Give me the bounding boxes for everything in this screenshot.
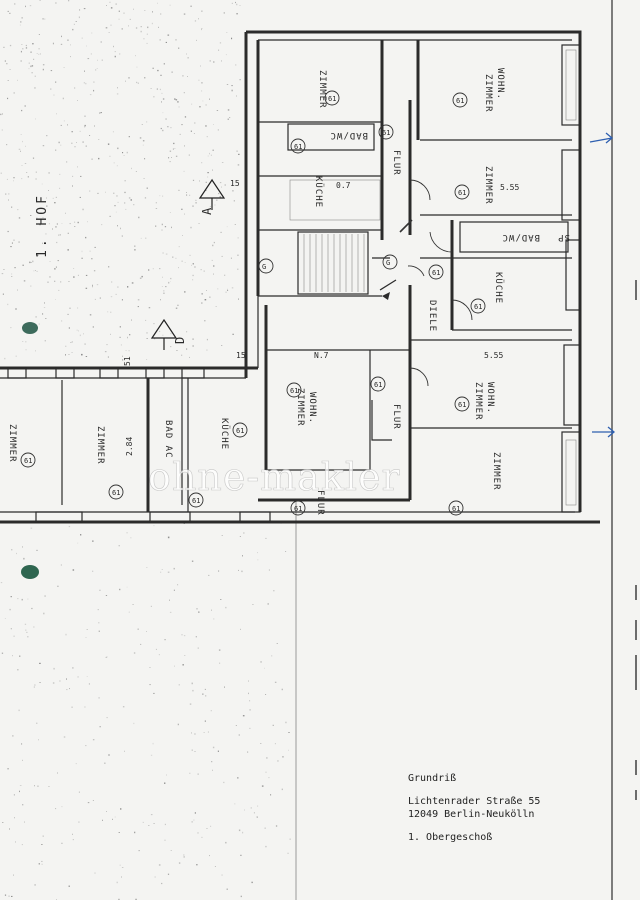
ceiling-mark-label: 61 <box>474 303 482 311</box>
ceiling-mark-circle <box>290 138 306 154</box>
room-flur-3: FLUR <box>315 490 325 516</box>
ceiling-mark-label: G <box>386 259 390 267</box>
ceiling-mark-circle <box>290 500 306 516</box>
green-mark-1 <box>22 322 38 334</box>
ceiling-mark-circle <box>108 484 124 500</box>
watermark-text: ohne-makler <box>148 455 401 500</box>
ceiling-mark-circle <box>382 254 398 270</box>
ceiling-mark-circle <box>378 124 394 140</box>
ceiling-mark-label: 61 <box>294 143 302 151</box>
room-zimmer-top-left: ZIMMER <box>317 70 327 109</box>
room-bad-3: BAD AC <box>163 420 173 459</box>
svg-text:A: A <box>200 207 214 215</box>
ceiling-mark-circle <box>286 382 302 398</box>
svg-text:D: D <box>173 337 187 344</box>
dimension-labels: 15 15 51 2.84 5.55 5.55 0.7 N.7 <box>123 179 519 456</box>
svg-text:2.84: 2.84 <box>125 437 134 456</box>
ceiling-mark-label: 61 <box>456 97 464 105</box>
room-wohn-center-1: WOHN. <box>307 392 317 424</box>
ceiling-mark-circle <box>452 92 468 108</box>
room-wohn-right-2: ZIMMER <box>473 382 483 421</box>
svg-text:0.7: 0.7 <box>336 181 351 190</box>
ceiling-mark-circle <box>258 258 274 274</box>
room-sp: SP <box>557 232 570 242</box>
plan-title: Grundriß <box>408 773 457 784</box>
room-flur-1: FLUR <box>391 150 401 176</box>
room-wohn-top-right-2: ZIMMER <box>483 74 493 113</box>
room-labels: ZIMMER WOHN. ZIMMER BAD/WC KÜCHE FLUR ZI… <box>7 68 570 516</box>
room-zimmer-mid-right: ZIMMER <box>483 166 493 205</box>
ceiling-mark-circle <box>454 184 470 200</box>
ceiling-mark-label: 61 <box>458 401 466 409</box>
room-zimmer-wing-2: ZIMMER <box>95 426 105 465</box>
ceiling-mark-label: 61 <box>382 129 390 137</box>
ceiling-mark-label: 61 <box>328 95 336 103</box>
ceiling-mark-circle <box>470 298 486 314</box>
ceiling-mark-circle <box>232 422 248 438</box>
room-zimmer-wing-1: ZIMMER <box>7 424 17 463</box>
room-diele: DIELE <box>427 300 437 332</box>
ceiling-mark-label: 61 <box>290 387 298 395</box>
svg-text:N.7: N.7 <box>314 351 329 360</box>
address-city: 12049 Berlin-Neukölln <box>408 809 535 820</box>
ceiling-mark-circle <box>370 376 386 392</box>
room-flur-2: FLUR <box>391 404 401 430</box>
room-badwc-1: BAD/WC <box>329 130 368 140</box>
ceiling-mark-circle <box>188 492 204 508</box>
outer-walls <box>0 30 600 524</box>
interior-walls <box>61 40 572 512</box>
door-swings <box>399 179 473 387</box>
ceiling-mark-label: 61 <box>294 505 302 513</box>
ceiling-mark-label: 61 <box>236 427 244 435</box>
courtyard-label: 1. HOF <box>35 193 50 258</box>
room-kueche-3: KÜCHE <box>219 418 230 450</box>
ceiling-mark-label: 61 <box>458 189 466 197</box>
room-wohn-right-1: WOHN. <box>485 382 495 414</box>
ceiling-mark-label: 61 <box>432 269 440 277</box>
ceiling-mark-label: 61 <box>192 497 200 505</box>
ceiling-mark-circle <box>20 452 36 468</box>
ceiling-mark-label: 61 <box>374 381 382 389</box>
ceiling-mark-label: G <box>262 263 266 271</box>
kitchen-counter-1 <box>289 179 381 221</box>
room-kueche-2: KÜCHE <box>493 272 504 304</box>
room-wohn-top-right-1: WOHN. <box>495 68 505 100</box>
room-zimmer-bottom-right: ZIMMER <box>491 452 501 491</box>
ceiling-mark-circle <box>448 500 464 516</box>
room-badwc-2: BAD/WC <box>501 232 540 242</box>
address-street: Lichtenrader Straße 55 <box>408 796 541 807</box>
svg-text:51: 51 <box>123 356 132 366</box>
ceiling-mark-circle <box>428 264 444 280</box>
bath-fixture-2 <box>459 221 569 253</box>
blue-marker-mid <box>592 426 616 438</box>
bath-fixture-1 <box>287 123 375 151</box>
ceiling-mark-circle <box>324 90 340 106</box>
svg-text:15: 15 <box>230 179 240 188</box>
ceiling-mark-label: 61 <box>452 505 460 513</box>
floor-level: 1. Obergeschoß <box>408 832 493 843</box>
section-marker-a: A <box>198 178 226 215</box>
room-wohn-center-2: ZIMMER <box>295 388 305 427</box>
svg-text:15: 15 <box>236 351 246 360</box>
ceiling-mark-label: 61 <box>24 457 32 465</box>
ceiling-mark-label: 61 <box>112 489 120 497</box>
blue-marker-top <box>589 132 614 144</box>
svg-text:5.55: 5.55 <box>500 183 519 192</box>
green-mark-2 <box>21 565 39 579</box>
svg-text:5.55: 5.55 <box>484 351 503 360</box>
scan-speckles <box>0 0 291 900</box>
room-kueche-1: KÜCHE <box>313 176 324 208</box>
staircase <box>297 231 397 300</box>
title-block: Grundriß Lichtenrader Straße 55 12049 Be… <box>408 772 608 844</box>
section-marker-d: D <box>150 318 187 350</box>
ceiling-mark-circle <box>454 396 470 412</box>
